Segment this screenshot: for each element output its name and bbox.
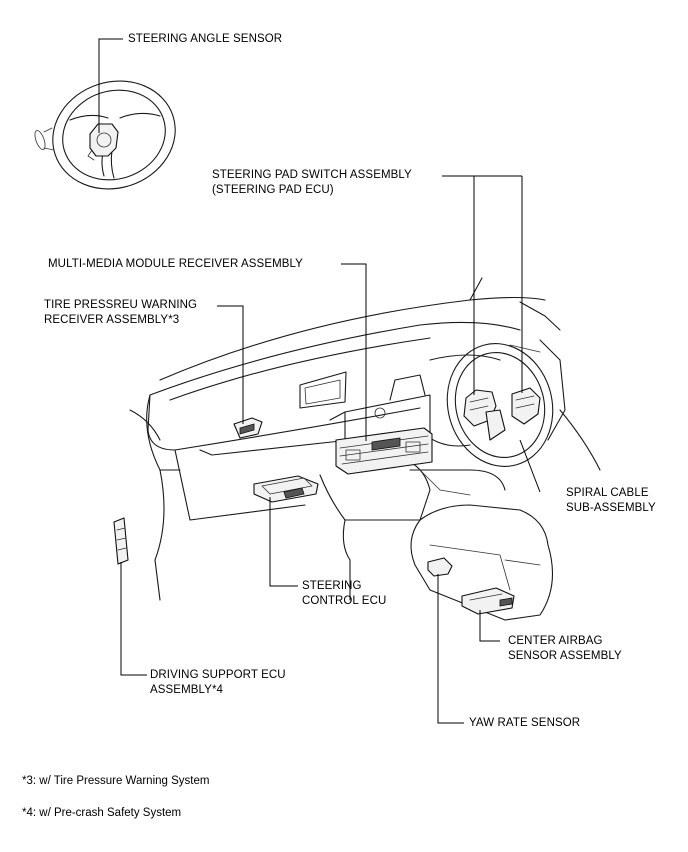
leader-lines: [98, 38, 541, 724]
label-spiral-cable: SPIRAL CABLE SUB-ASSEMBLY: [566, 486, 656, 516]
driving-support-ecu-part: [113, 517, 129, 565]
dashboard-outline: [129, 277, 601, 621]
label-driving-support-ecu: DRIVING SUPPORT ECU ASSEMBLY*4: [150, 668, 286, 698]
main-steering-wheel: [446, 343, 554, 467]
label-text: TIRE PRESSREU WARNING: [44, 299, 198, 311]
yaw-rate-sensor-part: [427, 557, 453, 577]
label-steering-angle-sensor: STEERING ANGLE SENSOR: [128, 32, 282, 47]
label-text: YAW RATE SENSOR: [469, 717, 581, 729]
multimedia-receiver-part: [335, 427, 433, 475]
footnote-4: *4: w/ Pre-crash Safety System: [22, 807, 182, 819]
center-airbag-sensor-part: [461, 587, 515, 615]
label-multimedia-receiver: MULTI-MEDIA MODULE RECEIVER ASSEMBLY: [48, 257, 303, 272]
label-text: SENSOR ASSEMBLY: [508, 650, 622, 662]
tire-pressure-receiver-part: [233, 417, 263, 439]
label-steering-pad-switch: STEERING PAD SWITCH ASSEMBLY (STEERING P…: [212, 168, 412, 198]
footnote-3: *3: w/ Tire Pressure Warning System: [22, 775, 210, 787]
label-text: RECEIVER ASSEMBLY*3: [44, 314, 180, 326]
label-steering-control-ecu: STEERING CONTROL ECU: [302, 579, 386, 609]
label-text: SUB-ASSEMBLY: [566, 502, 656, 514]
label-yaw-rate-sensor: YAW RATE SENSOR: [469, 716, 580, 731]
label-text: STEERING ANGLE SENSOR: [128, 33, 283, 45]
steering-pad-switch-right: [511, 387, 541, 425]
steering-wheel-inset: [34, 80, 176, 190]
label-text: MULTI-MEDIA MODULE RECEIVER ASSEMBLY: [48, 258, 303, 270]
label-text: (STEERING PAD ECU): [212, 184, 334, 196]
label-text: ASSEMBLY*4: [150, 684, 224, 696]
label-text: CONTROL ECU: [302, 595, 387, 607]
label-text: STEERING PAD SWITCH ASSEMBLY: [212, 169, 412, 181]
steering-pad-switch-left: [463, 389, 506, 441]
label-tire-pressure-receiver: TIRE PRESSREU WARNING RECEIVER ASSEMBLY*…: [44, 298, 197, 328]
steering-angle-sensor-part: [87, 123, 119, 161]
label-text: SPIRAL CABLE: [566, 487, 649, 499]
label-text: CENTER AIRBAG: [508, 635, 603, 647]
label-text: STEERING: [302, 580, 362, 592]
steering-control-ecu-part: [253, 475, 319, 503]
label-text: DRIVING SUPPORT ECU: [150, 669, 286, 681]
label-center-airbag-sensor: CENTER AIRBAG SENSOR ASSEMBLY: [508, 634, 622, 664]
